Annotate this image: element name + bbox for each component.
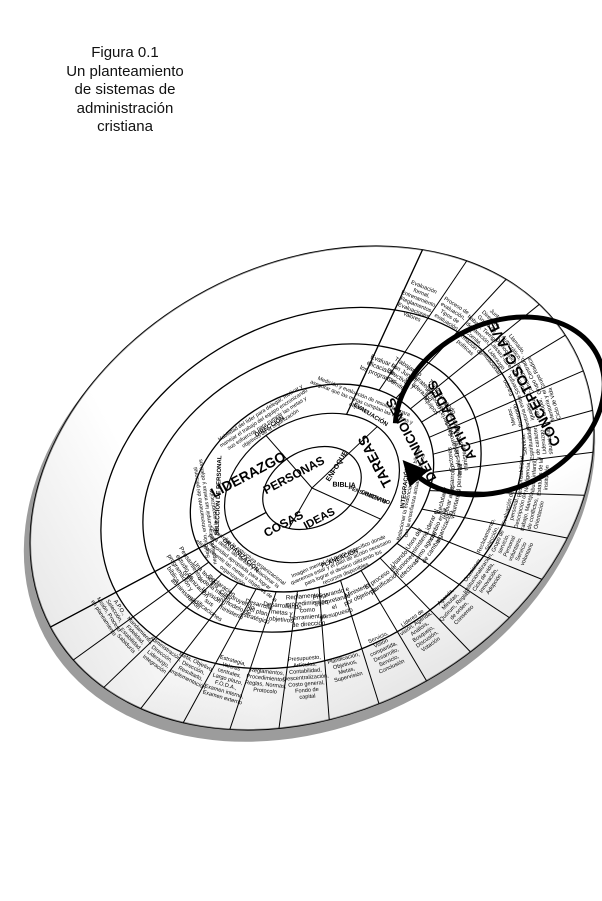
concept-label: Reglamentos,Procedimientos,Reglas, Norma… — [244, 667, 288, 696]
band-divider — [50, 511, 267, 628]
concept-label: Llamado,Autocrático,Democrático,"Laissez… — [477, 328, 530, 381]
segment-divider — [379, 557, 471, 653]
function-label: SELECCIÓN DE PERSONAL — [213, 455, 224, 536]
core-dividers — [265, 426, 381, 530]
segment-divider — [396, 542, 510, 618]
figure-title-line: administración — [76, 99, 174, 117]
segment-divider — [429, 370, 584, 438]
figure-number: Figura 0.1 — [91, 44, 159, 61]
segment-divider — [433, 451, 593, 473]
activity-label: Desarrollandometas yobjetivos — [262, 601, 303, 626]
segment-divider — [103, 573, 223, 688]
segment-divider — [229, 591, 277, 730]
concept-label: Responsabilidad,Negligencia,Abuso infant… — [517, 454, 551, 499]
figure-title-line: de sistemas de — [74, 81, 176, 98]
core-label-biblia: BIBLIA — [332, 482, 356, 490]
figure-title-line: Un planteamiento — [66, 62, 184, 80]
segment-divider — [182, 588, 257, 723]
segment-divider — [318, 587, 330, 720]
core-divider — [288, 487, 313, 530]
activity-label: Factoreslegales en elministerio — [446, 440, 471, 477]
segment-divider — [140, 582, 239, 709]
core-divider — [265, 435, 313, 489]
concept-label: JuntaDirectiva,Grupo detrabajo, Tiempode… — [449, 300, 512, 363]
figure-caption: Figura 0.1 Un planteamiento de sistemas … — [60, 44, 190, 137]
concept-label: Servicio,Espiritualidady de carácter,Lid… — [520, 424, 555, 461]
concept-label: Presupuesto,Artículos,Contabilidad,Desce… — [281, 654, 330, 702]
activity-label: Desarrollodel personal — [448, 463, 464, 498]
segment-divider — [432, 409, 593, 455]
segment-divider — [340, 580, 380, 704]
activity-label: Usos delministeriocomo agentede cambio — [401, 522, 445, 568]
function-cycle-arrow — [392, 314, 602, 498]
concept-label: Agenda,Minutas,Quórum, Reglasde orden,Co… — [430, 581, 481, 632]
concept-label: Equipo,Sinergia,Cohesión,Camaradería,Gru… — [496, 352, 549, 407]
segment-divider — [278, 591, 298, 729]
segment-divider — [410, 526, 542, 580]
band-divider — [345, 249, 424, 415]
segment-divider — [410, 304, 540, 410]
segment-divider — [73, 561, 210, 661]
core-divider — [311, 426, 378, 489]
segment-divider — [360, 570, 427, 681]
segment-divider — [378, 260, 468, 391]
segment-divider — [421, 334, 566, 423]
figure-title-line: cristiana — [97, 118, 153, 135]
segment-divider — [421, 508, 568, 539]
activity-label: Reglamentos yprocedimientoscomoherramien… — [285, 591, 330, 629]
core-divider — [311, 487, 381, 520]
